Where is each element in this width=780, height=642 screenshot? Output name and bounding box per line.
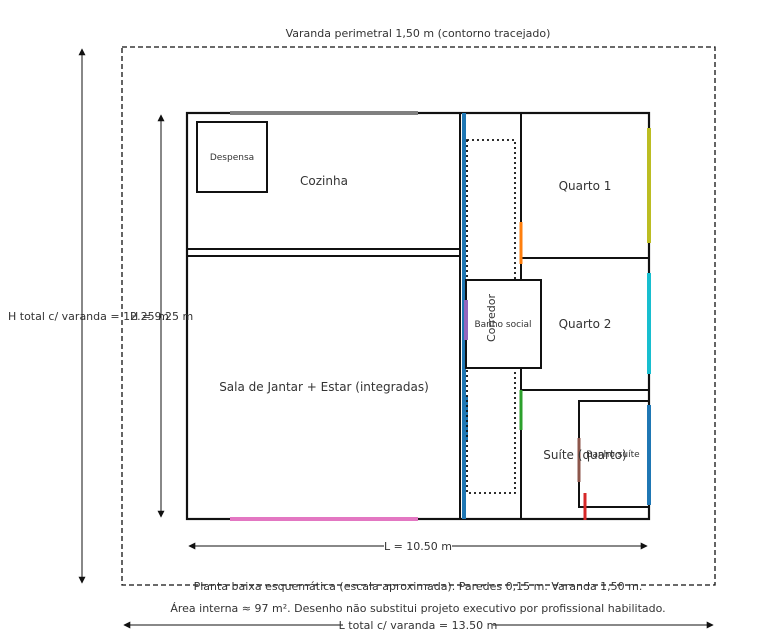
label-banho-social: Banho social bbox=[474, 320, 531, 330]
veranda-outline bbox=[121, 46, 716, 586]
label-banho-suite: Banho suíte bbox=[586, 450, 640, 460]
length-total-label-bg bbox=[343, 618, 493, 632]
label-despensa: Despensa bbox=[210, 153, 254, 163]
veranda-title: Varanda perimetral 1,50 m (contorno trac… bbox=[286, 27, 551, 40]
note-line-1: Planta baixa esquemática (escala aproxim… bbox=[194, 580, 643, 593]
label-suite: Suíte (quarto) bbox=[543, 448, 626, 462]
label-quarto2: Quarto 2 bbox=[559, 317, 612, 331]
label-sala: Sala de Jantar + Estar (integradas) bbox=[219, 380, 429, 394]
height-internal-label: H = 9.25 m bbox=[130, 310, 193, 323]
length-internal-label: L = 10.50 m bbox=[384, 540, 452, 553]
label-quarto1: Quarto 1 bbox=[559, 179, 612, 193]
banho-social-room bbox=[465, 279, 542, 369]
despensa-room bbox=[196, 121, 268, 193]
length-internal-label-bg bbox=[384, 539, 452, 553]
note-line-2: Área interna ≈ 97 m². Desenho não substi… bbox=[170, 602, 665, 615]
length-total-label: L total c/ varanda = 13.50 m bbox=[339, 619, 498, 632]
label-cozinha: Cozinha bbox=[300, 174, 348, 188]
label-corredor: Corredor bbox=[485, 294, 498, 343]
height-total-label: H total c/ varanda = 12.25 m bbox=[8, 310, 169, 323]
